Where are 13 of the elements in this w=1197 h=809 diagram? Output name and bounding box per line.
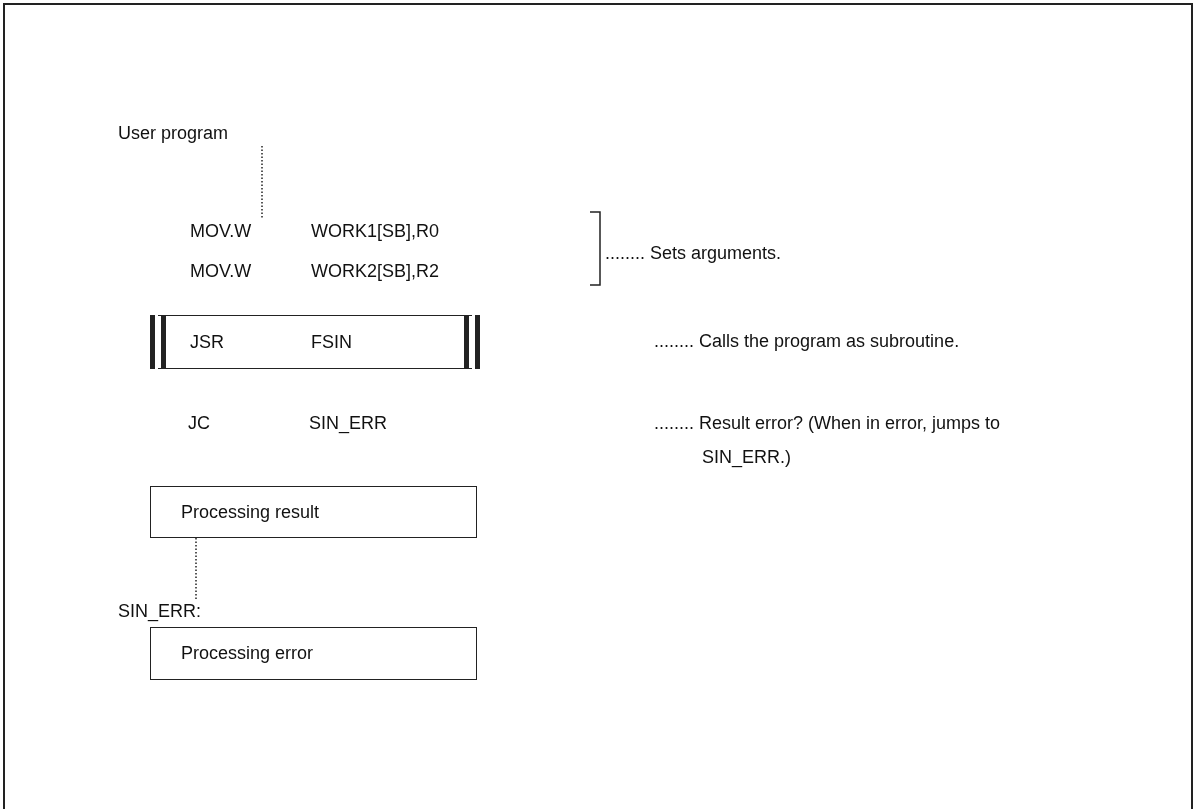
process-box: Processing result — [150, 486, 477, 538]
note-text: JC — [188, 412, 211, 435]
dotted-line — [261, 145, 263, 220]
note-text: ........ Calls the program as subroutine. — [654, 330, 961, 353]
note-text: SIN_ERR — [309, 412, 389, 436]
dotted-line — [195, 537, 197, 602]
code-text: User program — [116, 120, 270, 146]
code-text: SIN_ERR: — [116, 598, 278, 624]
note-text: ........ Result error? (When in error, jumps to SIN_ERR.) — [654, 412, 1002, 470]
subroutine-box: JSR FSIN — [150, 315, 480, 369]
process-box: Processing error — [150, 627, 477, 680]
note-text: ........ Sets arguments. — [605, 242, 783, 265]
code-text: MOV.W WORK1[SB],R0 MOV.W WORK2[SB],R2 — [186, 216, 566, 288]
